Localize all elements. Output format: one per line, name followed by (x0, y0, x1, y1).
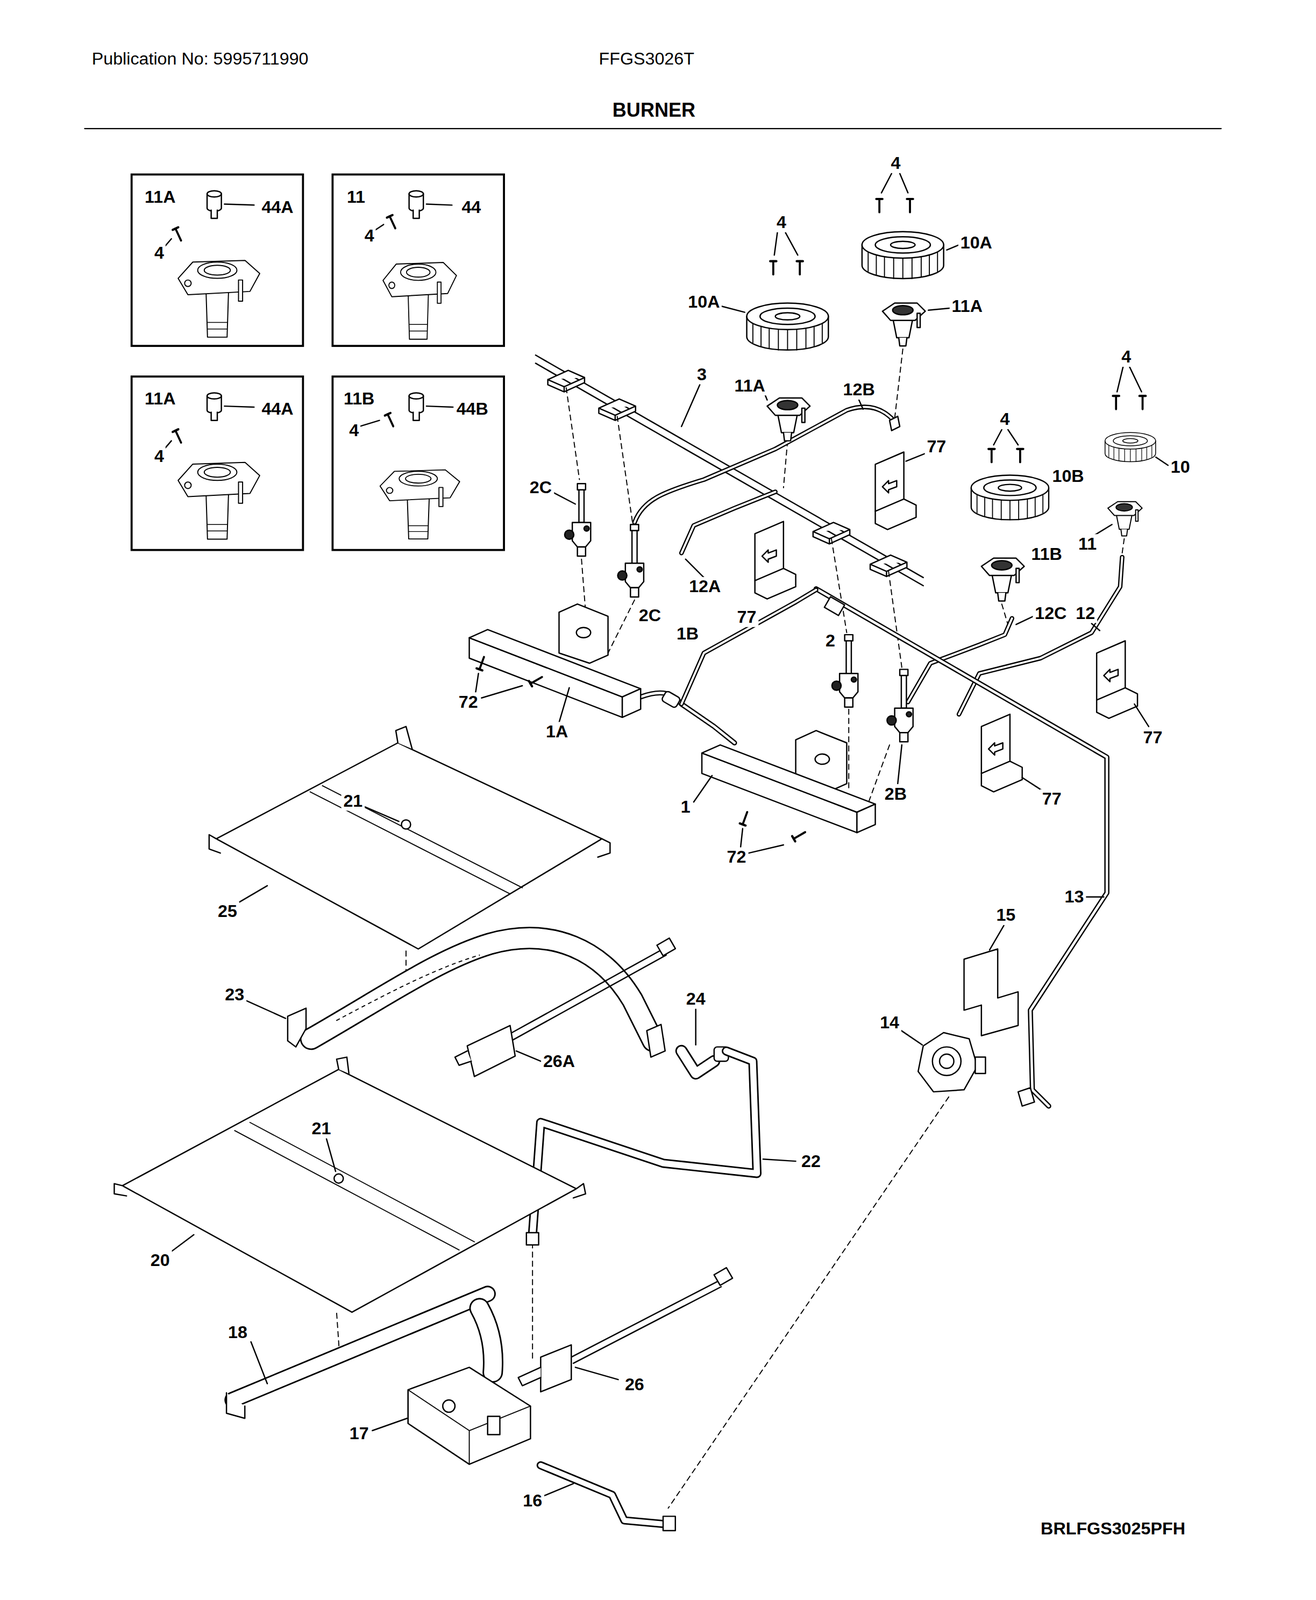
callout-number: 12 (1073, 603, 1098, 623)
callout-number: 4 (346, 421, 361, 441)
callout-number: 26A (541, 1051, 578, 1071)
inset-box: 11A 44A 4 (130, 173, 304, 348)
callout-number: 44B (454, 399, 491, 419)
callout-number: 12A (686, 577, 723, 597)
callout-number: 44 (459, 197, 483, 217)
callout-number: 2B (882, 784, 909, 804)
heading-number: 11 (344, 187, 368, 207)
callout-number: 4 (998, 409, 1013, 430)
page-title: BURNER (612, 100, 696, 120)
callout-number: 10A (958, 233, 995, 253)
callout-number: 2C (636, 605, 664, 625)
callout-number: 77 (1040, 789, 1064, 809)
inset-box: 11B 44B 4 (331, 375, 505, 551)
header-text: FFGS3026T (596, 49, 697, 69)
callout-number: 14 (877, 1012, 901, 1033)
callout-number: 15 (994, 905, 1018, 926)
callout-number: 16 (520, 1491, 544, 1511)
callout-number: 11B (1029, 544, 1065, 564)
callout-number: 23 (223, 985, 247, 1005)
callout-number: 1 (678, 797, 693, 817)
inset-box: 11444 (331, 173, 505, 348)
heading-number: 11B (341, 389, 377, 409)
callout-number: 20 (148, 1250, 172, 1270)
heading-number: 11A (142, 187, 178, 207)
callout-number: 10A (685, 292, 722, 312)
callout-number: 4 (152, 446, 167, 466)
callout-number: 2C (527, 478, 554, 498)
callout-number: 72 (724, 847, 749, 867)
heading-number: 11A (142, 389, 178, 409)
callout-number: 11A (732, 375, 768, 396)
callout-number: 12C (1032, 603, 1069, 623)
callout-number: 44A (259, 197, 296, 217)
callout-number: 25 (215, 901, 239, 921)
callout-number: 10B (1050, 466, 1087, 487)
callout-number: 2 (823, 630, 838, 651)
callout-number: 21 (341, 791, 365, 811)
callout-number: 24 (684, 989, 708, 1009)
callout-number: 11A (949, 296, 985, 316)
callout-number: 77 (1141, 728, 1165, 748)
drawing-code: BRLFGS3025PFH (1038, 1518, 1187, 1539)
callout-number: 77 (735, 607, 759, 628)
callout-number: 72 (456, 692, 480, 712)
callout-number: 21 (309, 1118, 333, 1138)
inset-box: 11A 44A 4 (130, 375, 304, 551)
header-text: Publication No: 5995711990 (89, 49, 311, 69)
callout-number: 4 (774, 212, 789, 233)
callout-number: 77 (925, 437, 949, 457)
callout-number: 17 (347, 1424, 371, 1444)
callout-number: 18 (225, 1322, 250, 1343)
callout-number: 10 (1168, 457, 1192, 478)
callout-number: 1B (674, 623, 701, 644)
callout-number: 44A (259, 399, 296, 419)
callout-number: 3 (694, 364, 709, 384)
callout-number: 4 (152, 243, 167, 263)
callout-number: 22 (799, 1151, 823, 1171)
callout-number: 4 (1119, 347, 1134, 367)
callout-number: 1A (543, 721, 571, 742)
callout-number: 4 (362, 225, 377, 246)
callout-number: 4 (888, 153, 903, 174)
callout-number: 12B (841, 380, 878, 400)
callout-number: 11 (1076, 534, 1099, 554)
callout-number: 26 (622, 1375, 646, 1395)
callout-number: 13 (1062, 887, 1086, 907)
